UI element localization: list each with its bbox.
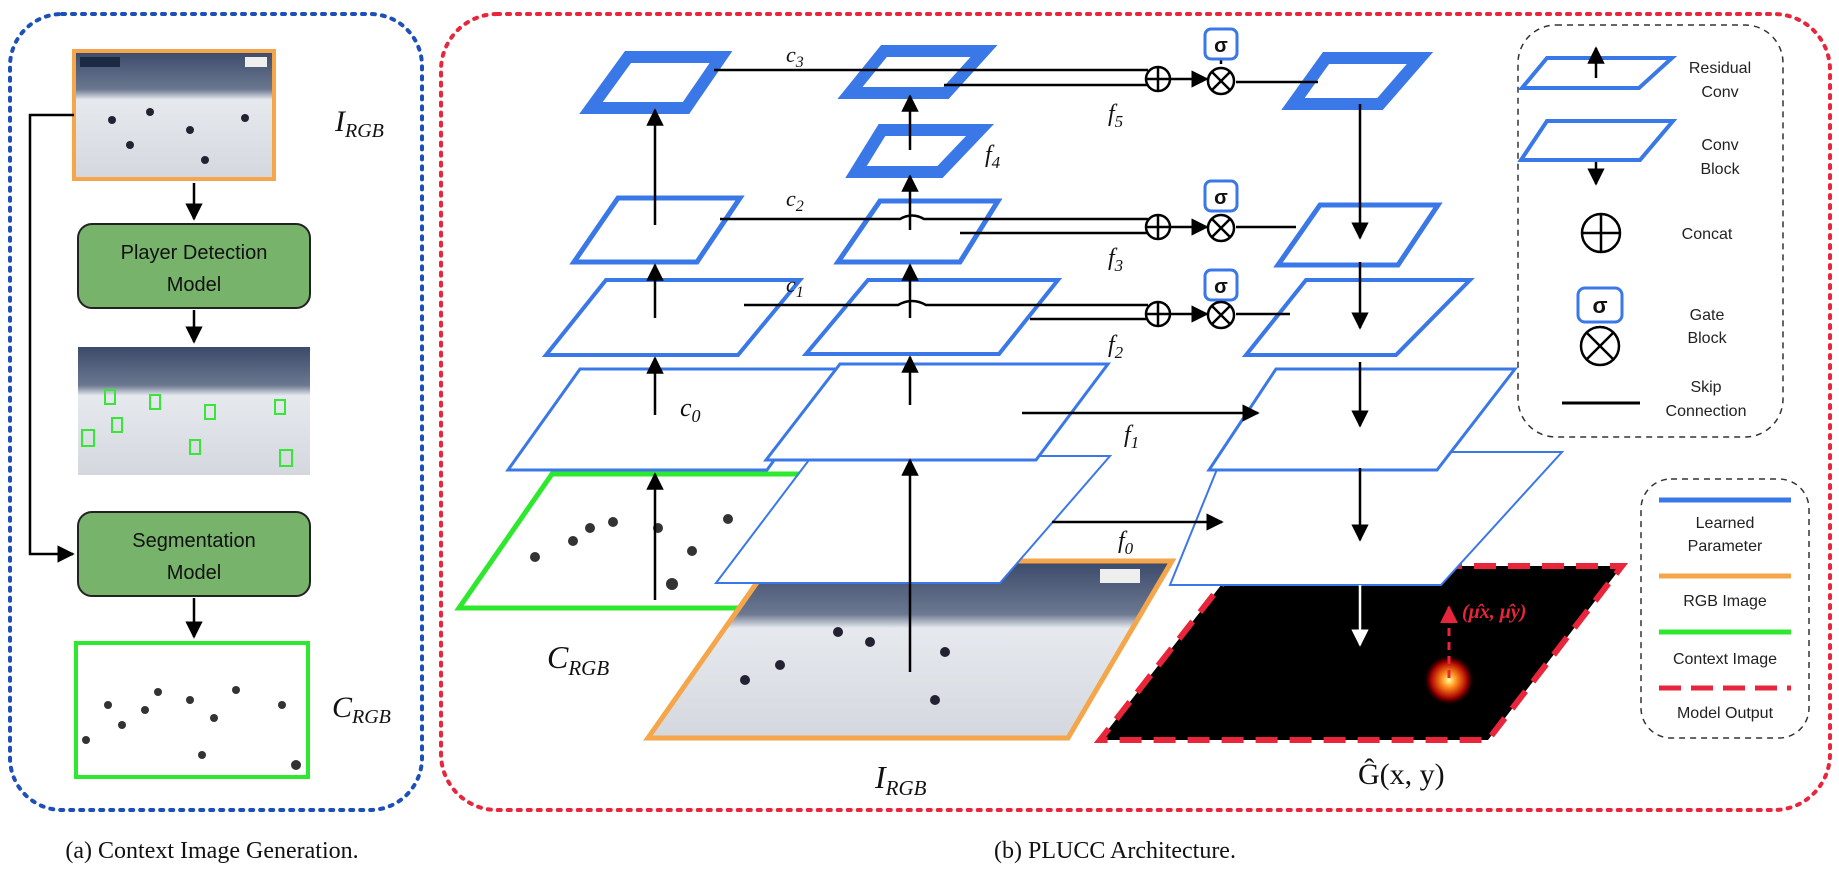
decoder-d3 (1273, 202, 1443, 268)
legend-output-label: Model Output (1677, 705, 1774, 722)
legend-skip-line2: Connection (1666, 403, 1747, 420)
legend-learned-line2: Parameter (1688, 538, 1763, 555)
decoder-d4 (1281, 52, 1434, 110)
f1-label: f1 (1124, 422, 1139, 452)
concat-2 (1144, 213, 1172, 241)
legend-gate-sigma: σ (1592, 293, 1607, 318)
legend-concat-icon (1580, 212, 1622, 254)
context-input-label: CRGB (547, 639, 609, 680)
panel-a-detection-image (78, 347, 310, 475)
peak-label: (μ̂x, μ̂y) (1462, 601, 1526, 623)
c-labels: c3 c2 c1 c0 (680, 42, 804, 426)
encoder-a-stack (505, 51, 843, 472)
player-detection-label-1: Player Detection (121, 242, 268, 264)
f5-label: f5 (1108, 101, 1123, 131)
legend-context-label: Context Image (1673, 651, 1777, 668)
legend-conv-block-icon (1517, 119, 1678, 186)
flow-arrows (646, 94, 1369, 672)
gate-2 (1203, 179, 1239, 243)
f3-label: f3 (1108, 245, 1123, 275)
encoder-a-c2 (569, 195, 745, 265)
decoder-d2 (1241, 278, 1475, 357)
legend-concat-label: Concat (1682, 226, 1733, 243)
encoder-b-f2 (801, 278, 1063, 356)
concat-gate-links (1170, 60, 1223, 323)
panel-a-rgb-label: IRGB (334, 105, 384, 142)
player-detection-box (77, 223, 311, 309)
f0-label: f0 (1118, 528, 1134, 558)
panel-a-arrows (28, 113, 203, 639)
segmentation-box (77, 511, 311, 597)
panel-a-context-image (74, 641, 310, 779)
encoder-b-f5 (837, 45, 998, 99)
legend-conv-line1: Conv (1701, 137, 1738, 154)
legend-gate-icon (1576, 286, 1624, 367)
f2-label: f2 (1108, 332, 1124, 362)
encoder-a-c3 (579, 51, 733, 114)
c0-label: c0 (680, 393, 701, 426)
encoder-b-f1 (762, 362, 1111, 462)
panel-a-rgb-image (72, 49, 276, 181)
skip-connections (714, 68, 1318, 321)
segmentation-label-2: Model (167, 562, 221, 584)
player-detection-label-2: Model (167, 274, 221, 296)
c1-label: c1 (786, 272, 804, 301)
legend-gate-line1: Gate (1690, 307, 1725, 324)
gate-3 (1203, 27, 1239, 96)
legend-bottom-border (1640, 478, 1810, 739)
gate-1 (1203, 268, 1239, 330)
decoder-out (1168, 451, 1565, 586)
encoder-b-f4 (845, 124, 994, 178)
panel-b-border (439, 12, 1832, 812)
legend-residual-line2: Conv (1701, 84, 1738, 101)
panel-a-context-label: CRGB (332, 691, 391, 728)
legend-conv-line2: Block (1700, 161, 1740, 178)
output-label: Ĝ(x, y) (1358, 758, 1445, 791)
gate-blocks (1203, 27, 1239, 330)
legend-gate-line2: Block (1687, 330, 1727, 347)
gate-2-sigma: σ (1214, 187, 1228, 209)
rgb-input-label: IRGB (874, 759, 927, 800)
legend-residual-line1: Residual (1689, 60, 1751, 77)
panel-b-caption: (b) PLUCC Architecture. (994, 838, 1236, 864)
encoder-a-c1 (541, 278, 805, 357)
legend-rgb-label: RGB Image (1683, 593, 1767, 610)
legend-skip-line1: Skip (1690, 379, 1721, 396)
f-labels: f5 f4 f3 f2 f1 f0 (985, 101, 1139, 558)
panel-a-border (8, 12, 424, 812)
concat-1 (1144, 300, 1172, 328)
legend-learned-line1: Learned (1696, 515, 1755, 532)
gate-3-sigma: σ (1214, 35, 1228, 57)
output-heatmap (1093, 563, 1629, 743)
gate-1-sigma: σ (1214, 276, 1228, 298)
encoder-b-f3 (833, 198, 1003, 265)
concat-symbols (1144, 65, 1172, 328)
segmentation-label-1: Segmentation (132, 530, 255, 552)
encoder-a-c0 (505, 367, 843, 472)
encoder-b-stack (713, 45, 1113, 584)
c3-label: c3 (786, 42, 804, 71)
c2-label: c2 (786, 186, 804, 215)
legend-residual-conv-icon (1517, 46, 1678, 90)
panel-a-caption: (a) Context Image Generation. (65, 838, 358, 864)
concat-3 (1144, 65, 1172, 93)
f4-label: f4 (985, 142, 1001, 172)
